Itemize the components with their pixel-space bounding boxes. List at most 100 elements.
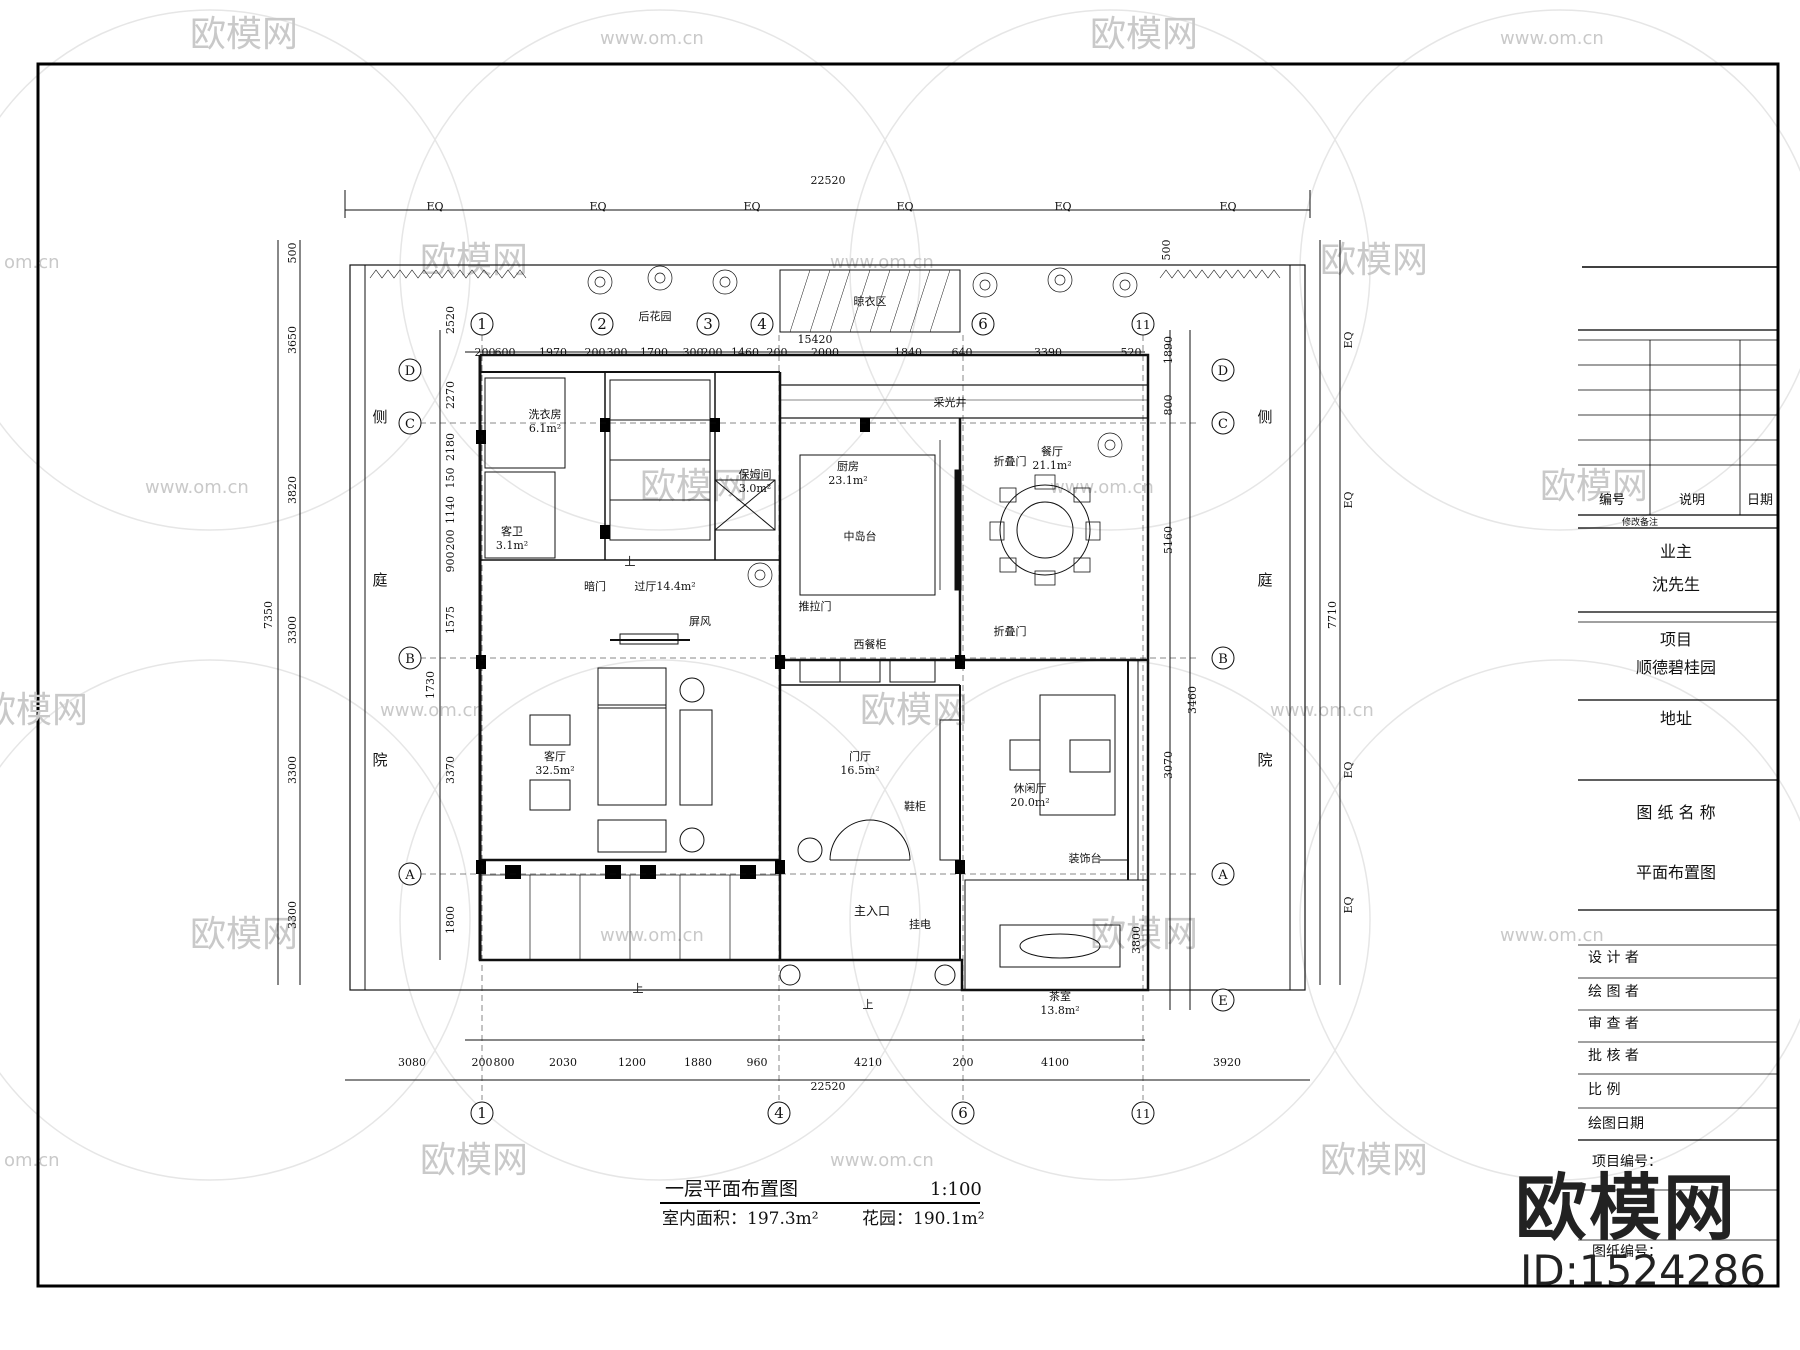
- axis-top-6: 6: [978, 315, 988, 333]
- axis-bottom-4: 4: [774, 1104, 784, 1122]
- dim-inner-left-seg: 2520: [444, 306, 457, 334]
- row-scale: 比 例: [1588, 1082, 1620, 1098]
- dim-top-eq: EQ: [589, 200, 606, 213]
- watermark-url: www.om.cn: [1500, 925, 1604, 946]
- dim-inner-top-seg: 600: [495, 346, 516, 359]
- dim-inner-top-seg: 300: [607, 346, 628, 359]
- label-drying: 晾衣区: [854, 294, 887, 308]
- area-garden: 花园：190.1m²: [862, 1209, 985, 1229]
- axis-top-1: 1: [477, 315, 487, 333]
- watermark-brand: 欧模网: [0, 690, 88, 731]
- label-side: 侧: [1257, 408, 1272, 426]
- watermark-url: www.om.cn: [145, 477, 249, 498]
- watermarks: 欧模网 www.om.cn 欧模网 www.om.cn om.cn 欧模网 ww…: [0, 14, 1648, 1181]
- axis-right-c: C: [1218, 417, 1228, 432]
- label-up: 上: [633, 982, 644, 995]
- label-shoe: 鞋柜: [904, 799, 926, 813]
- axis-top-2: 2: [597, 315, 607, 333]
- brand-watermark: 欧模网 ID:1524286: [1515, 1166, 1766, 1295]
- room-kitchen-area: 23.1m²: [828, 474, 867, 487]
- row-drafter: 绘 图 者: [1588, 984, 1639, 1000]
- room-foyer-name: 门厅: [849, 749, 871, 763]
- dim-inner-right-seg: 1890: [1162, 336, 1175, 364]
- dim-right-seg: EQ: [1342, 491, 1355, 508]
- dim-overall-width-bottom: 22520: [811, 1080, 846, 1093]
- drawing-title-block: 一层平面布置图 1:100 室内面积：197.3m² 花园：190.1m²: [660, 1178, 985, 1229]
- dim-inner-top-seg: 520: [1121, 346, 1142, 359]
- label-garden-back: 后花园: [639, 310, 672, 323]
- dim-bottom-seg: 3920: [1213, 1056, 1241, 1069]
- watermark-big-brand: 欧模网: [1515, 1166, 1737, 1250]
- dim-bottom-seg: 800: [494, 1056, 515, 1069]
- dim-inner-top-seg: 1970: [539, 346, 567, 359]
- rev-header-desc: 说明: [1679, 493, 1705, 508]
- dim-inner-left-seg: 1140: [444, 496, 457, 524]
- watermark-url: www.om.cn: [830, 252, 934, 273]
- label-light-well: 采光井: [934, 395, 967, 409]
- dim-top-eq: EQ: [426, 200, 443, 213]
- label-courtyard: 院: [372, 751, 387, 769]
- label-cabinet: 西餐柜: [854, 637, 887, 651]
- axis-left-d: D: [405, 364, 415, 379]
- label-folding-door: 折叠门: [994, 624, 1027, 638]
- watermark-url: om.cn: [4, 1150, 60, 1171]
- watermark-url: www.om.cn: [380, 700, 484, 721]
- dim-bottom-seg: 200: [953, 1056, 974, 1069]
- dim-bottom-seg: 4100: [1041, 1056, 1069, 1069]
- row-checker: 审 查 者: [1588, 1016, 1639, 1032]
- watermark-brand: 欧模网: [860, 690, 968, 731]
- dim-inner-top-seg: 3390: [1034, 346, 1062, 359]
- dim-inner-right-seg: 3070: [1162, 751, 1175, 779]
- owner-label: 业主: [1660, 542, 1692, 561]
- room-wc-name: 客卫: [501, 524, 523, 538]
- label-decor: 装饰台: [1069, 851, 1102, 865]
- dim-bottom-seg: 2030: [549, 1056, 577, 1069]
- title-block-text: 编号 说明 日期 修改备注 业主 沈先生 项目 顺德碧桂园 地址 图 纸 名 称…: [1599, 493, 1773, 882]
- dim-inner-right-seg: 3460: [1186, 686, 1199, 714]
- dim-right-seg: EQ: [1342, 896, 1355, 913]
- rev-header-no: 编号: [1599, 493, 1625, 508]
- watermark-brand: 欧模网: [1090, 14, 1198, 55]
- watermark-url: www.om.cn: [600, 925, 704, 946]
- axis-bottom-11: 11: [1135, 1107, 1150, 1121]
- label-dark-door: 暗门: [584, 579, 606, 593]
- watermark-brand: 欧模网: [1320, 240, 1428, 281]
- axis-top-11: 11: [1135, 318, 1150, 332]
- drawing-scale: 1:100: [930, 1179, 982, 1200]
- dim-inner-left-seg: 1575: [444, 606, 457, 634]
- axis-top-4: 4: [757, 315, 767, 333]
- dim-top-eq: EQ: [896, 200, 913, 213]
- dim-left-seg: 3650: [286, 326, 299, 354]
- room-leisure-area: 20.0m²: [1010, 796, 1049, 809]
- room-maid-area: 3.0m²: [739, 482, 771, 495]
- axis-left-b: B: [405, 652, 415, 667]
- dim-inner-left-seg: 2270: [444, 381, 457, 409]
- axis-left-c: C: [405, 417, 415, 432]
- room-leisure-name: 休闲厅: [1014, 781, 1047, 795]
- dim-bottom-seg: 1200: [618, 1056, 646, 1069]
- dim-inner-top-seg: 300: [683, 346, 704, 359]
- dim-left-seg: 500: [286, 243, 299, 264]
- dim-inner-left-seg: 200: [444, 530, 457, 551]
- watermark-brand: 欧模网: [640, 466, 748, 507]
- dim-right-seg: EQ: [1342, 761, 1355, 778]
- room-dining-area: 21.1m²: [1032, 459, 1071, 472]
- dim-right-seg: 500: [1160, 240, 1173, 261]
- dim-inner-top-seg: 1460: [731, 346, 759, 359]
- watermark-url: www.om.cn: [1050, 477, 1154, 498]
- watermark-brand: 欧模网: [190, 14, 298, 55]
- rev-header-date: 日期: [1747, 493, 1773, 508]
- label-courtyard: 院: [1257, 751, 1272, 769]
- label-side: 侧: [372, 408, 387, 426]
- dim-inner-right-seg: 800: [1162, 395, 1175, 416]
- drawing-name-label: 图 纸 名 称: [1636, 803, 1715, 822]
- drawing-name: 平面布置图: [1636, 863, 1716, 882]
- dim-inner-left-seg: 900: [444, 552, 457, 573]
- watermark-url: www.om.cn: [1270, 700, 1374, 721]
- room-foyer-area: 16.5m²: [840, 764, 879, 777]
- room-living-name: 客厅: [544, 749, 566, 763]
- room-maid-name: 保姆间: [739, 467, 772, 481]
- dim-right-seg: EQ: [1342, 331, 1355, 348]
- watermark-brand: 欧模网: [1090, 914, 1198, 955]
- dim-inner-left-seg: 3370: [444, 756, 457, 784]
